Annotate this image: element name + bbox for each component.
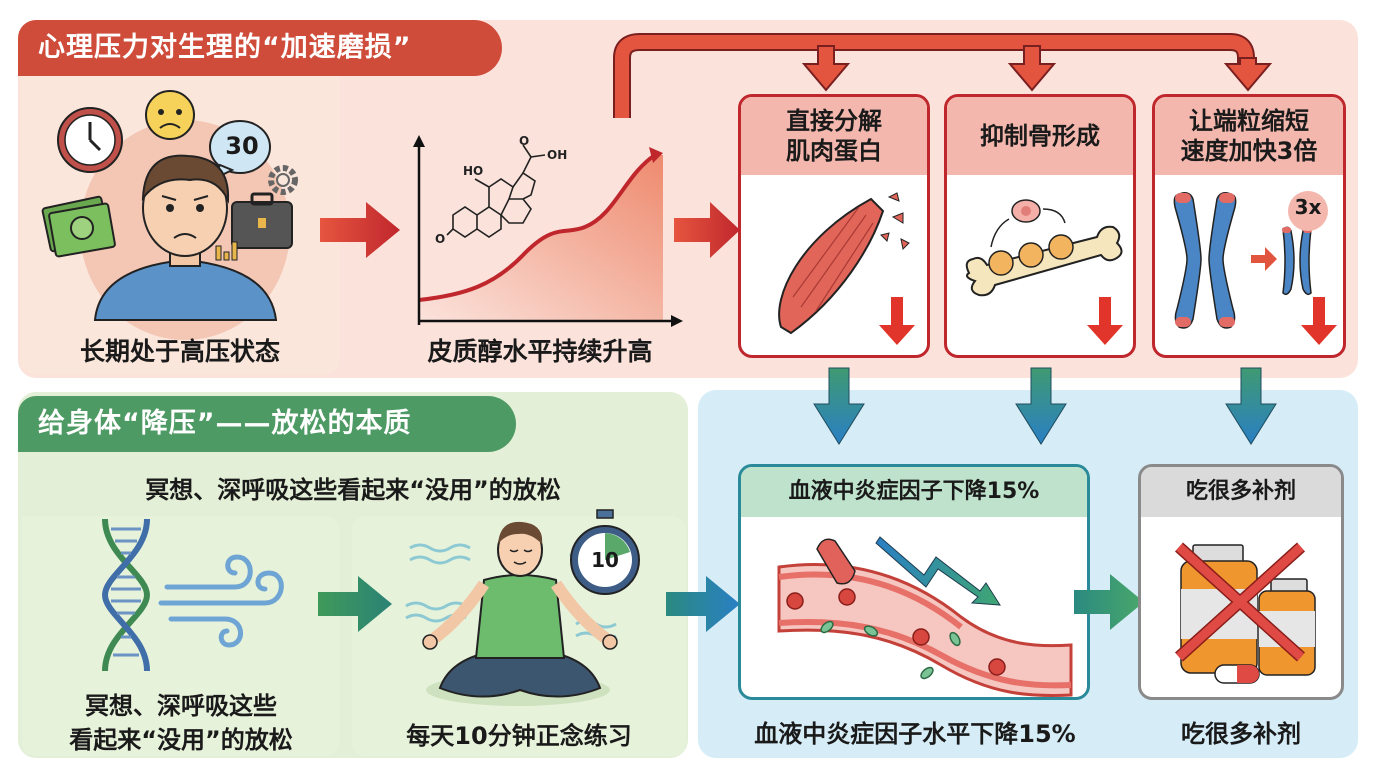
bottom-section-title: 给身体“降压”——放松的本质 xyxy=(18,396,516,452)
supplement-card-header: 吃很多补剂 xyxy=(1141,467,1341,517)
down-arrow xyxy=(1015,367,1067,445)
molecule-o-top: O xyxy=(519,134,529,148)
dna-caption-line1: 冥想、深呼吸这些 xyxy=(85,692,277,720)
red-x-mark xyxy=(1174,542,1306,662)
molecule-o-left: O xyxy=(435,232,445,246)
branch-arrowhead xyxy=(1223,57,1273,92)
stress-illustration xyxy=(41,90,298,340)
effect-card-header: 直接分解 肌肉蛋白 xyxy=(741,97,927,175)
cortisol-area xyxy=(419,155,663,320)
decline-trend-arrow-icon xyxy=(875,536,1001,606)
effect-title-line1: 让端粒缩短 xyxy=(1189,107,1309,135)
chromosome-icon xyxy=(1173,191,1328,329)
dna-wind-illustration xyxy=(101,518,284,672)
inflammatory-cell-icon xyxy=(786,588,1006,676)
effect-card-header: 抑制骨形成 xyxy=(947,97,1133,175)
stopwatch-icon xyxy=(570,509,640,595)
supplement-bottles-crossed-icon xyxy=(1174,542,1316,684)
effect-title-line2: 肌肉蛋白 xyxy=(786,137,882,165)
relaxation-subtitle: 冥想、深呼吸这些看起来“没用”的放松 xyxy=(145,476,561,504)
gear-icon xyxy=(268,165,298,195)
effect-card-header: 让端粒缩短 速度加快3倍 xyxy=(1155,97,1343,175)
effect-title-line2: 速度加快3倍 xyxy=(1180,137,1318,165)
branch-arrowhead xyxy=(801,45,851,92)
bar-chart-icon xyxy=(215,241,238,261)
inflammation-card: 血液中炎症因子下降15% xyxy=(738,464,1090,700)
decrease-arrow-icon xyxy=(1301,297,1337,345)
cortisol-caption: 皮质醇水平持续升高 xyxy=(427,337,653,366)
pill-icon xyxy=(1214,664,1260,684)
decrease-arrow-icon xyxy=(1087,297,1123,345)
top-section-title: 心理压力对生理的“加速磨损” xyxy=(18,20,502,76)
green-arrow-right xyxy=(318,576,392,632)
blood-vessel-icon xyxy=(777,538,1073,697)
dna-icon xyxy=(101,518,151,672)
effect-card-muscle: 直接分解 肌肉蛋白 xyxy=(738,94,930,358)
meditating-person-icon xyxy=(422,521,618,698)
worried-face-icon xyxy=(145,90,195,140)
speech-bubble-number: 30 xyxy=(225,132,259,160)
meditation-illustration xyxy=(405,521,618,706)
down-arrow xyxy=(1225,367,1277,445)
green-arrow-right xyxy=(1074,574,1144,630)
cortisol-molecule-icon xyxy=(446,144,546,238)
stopwatch-number: 10 xyxy=(591,548,619,572)
decrease-arrow-icon xyxy=(879,297,915,345)
cortisol-chart: HO OH O O xyxy=(413,134,683,327)
supplement-caption: 吃很多补剂 xyxy=(1181,720,1301,748)
branch-connector-arrow xyxy=(613,33,1273,118)
briefcase-icon xyxy=(231,192,293,249)
inflammation-card-header: 血液中炎症因子下降15% xyxy=(741,467,1087,517)
cortisol-curve xyxy=(418,153,657,302)
red-arrow-right xyxy=(320,202,400,258)
branch-arrowhead xyxy=(1007,45,1057,92)
wind-icon xyxy=(158,554,284,648)
telomere-3x-badge: 3x xyxy=(1294,195,1322,219)
supplement-card: 吃很多补剂 xyxy=(1138,464,1344,700)
molecule-ho: HO xyxy=(463,164,483,178)
relaxation-dna-panel xyxy=(22,516,340,756)
blood-cell-icon xyxy=(820,620,961,680)
effect-title-line1: 抑制骨形成 xyxy=(980,122,1100,150)
stressed-person-icon xyxy=(93,154,278,321)
blue-arrow-right xyxy=(666,576,740,632)
molecule-oh: OH xyxy=(547,148,567,162)
bone-icon xyxy=(965,199,1123,297)
effect-card-telomere: 让端粒缩短 速度加快3倍 3x xyxy=(1152,94,1346,358)
money-icon xyxy=(41,195,116,258)
clock-icon xyxy=(57,107,123,173)
dna-caption-line2: 看起来“没用”的放松 xyxy=(69,726,293,754)
effect-card-bone: 抑制骨形成 xyxy=(944,94,1136,358)
stress-caption: 长期处于高压状态 xyxy=(79,337,280,366)
down-arrow xyxy=(813,367,865,445)
effect-title-line1: 直接分解 xyxy=(786,107,882,135)
muscle-icon xyxy=(778,192,910,335)
inflammation-caption: 血液中炎症因子水平下降15% xyxy=(754,720,1076,748)
meditation-caption: 每天10分钟正念练习 xyxy=(406,722,632,750)
red-arrow-right xyxy=(674,202,740,258)
